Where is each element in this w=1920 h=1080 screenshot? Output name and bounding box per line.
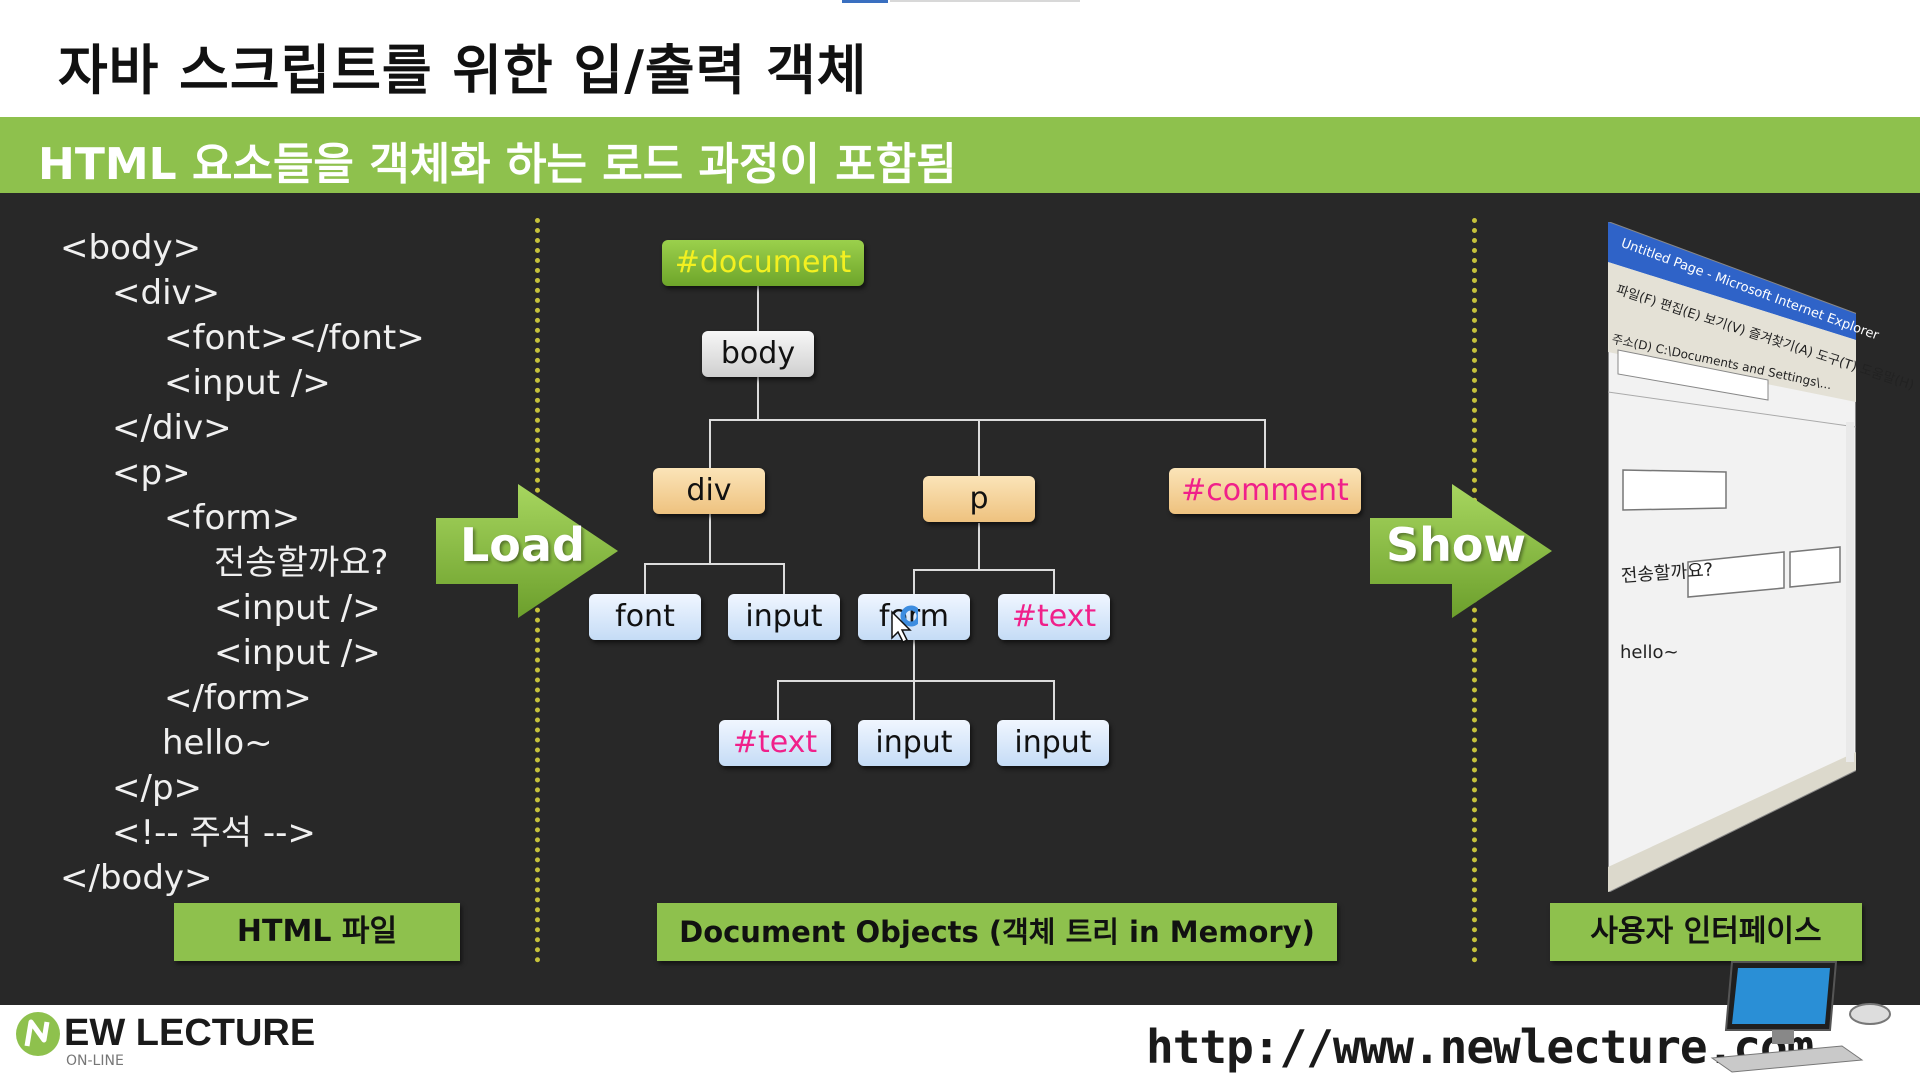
label-user-interface: 사용자 인터페이스 — [1550, 903, 1862, 961]
code-line: <!-- 주석 --> — [112, 813, 316, 853]
mouse-cursor-icon — [891, 605, 918, 644]
browser-window-preview: Untitled Page - Microsoft Internet Explo… — [1607, 220, 1916, 894]
tree-node-input: input — [858, 720, 970, 766]
load-arrow-icon — [436, 484, 618, 618]
load-label: Load — [460, 518, 585, 572]
computer-illustration-icon — [1710, 961, 1891, 1073]
tree-node-font: font — [589, 594, 701, 640]
code-line: </div> — [112, 408, 232, 448]
logo-text: EW LECTURE — [64, 1012, 316, 1054]
code-line: <form> — [164, 498, 301, 538]
label-document-objects: Document Objects (객체 트리 in Memory) — [657, 903, 1337, 961]
code-line: <body> — [60, 228, 202, 268]
browser-body-text: hello~ — [1620, 642, 1679, 663]
tree-node-comment: #comment — [1169, 468, 1361, 514]
code-line: </p> — [112, 768, 203, 808]
label-html-file: HTML 파일 — [174, 903, 460, 961]
tree-node-form: form — [858, 594, 970, 640]
tree-node-input: input — [728, 594, 840, 640]
code-line: hello~ — [162, 723, 273, 763]
tree-node-input: input — [997, 720, 1109, 766]
code-line: </body> — [60, 858, 213, 898]
code-line: <div> — [112, 273, 221, 313]
logo-subtext: ON-LINE — [66, 1053, 124, 1069]
show-label: Show — [1386, 518, 1526, 572]
logo-n-icon — [16, 1012, 60, 1056]
code-line: </form> — [164, 678, 312, 718]
tree-node-body: body — [702, 331, 814, 377]
slide-progress-indicator — [842, 0, 888, 3]
code-line: 전송할까요? — [214, 543, 389, 583]
code-line: <p> — [112, 453, 191, 493]
code-line: <input /> — [214, 588, 381, 628]
code-line: <font></font> — [164, 318, 425, 358]
show-arrow-icon — [1370, 484, 1552, 618]
subtitle-bar — [0, 117, 1920, 193]
slide-progress-track — [890, 0, 1080, 2]
slide-title: 자바 스크립트를 위한 입/출력 객체 — [58, 39, 868, 102]
code-line: <input /> — [214, 633, 381, 673]
code-line: <input /> — [164, 363, 331, 403]
slide-subtitle: HTML 요소들을 객체화 하는 로드 과정이 포함됨 — [38, 139, 957, 190]
tree-node-p: p — [923, 476, 1035, 522]
tree-node-text: #text — [719, 720, 831, 766]
tree-node-document: #document — [662, 240, 864, 286]
footer-url: http://www.newlecture.com — [1146, 1020, 1814, 1074]
tree-node-text: #text — [998, 594, 1110, 640]
tree-node-div: div — [653, 468, 765, 514]
